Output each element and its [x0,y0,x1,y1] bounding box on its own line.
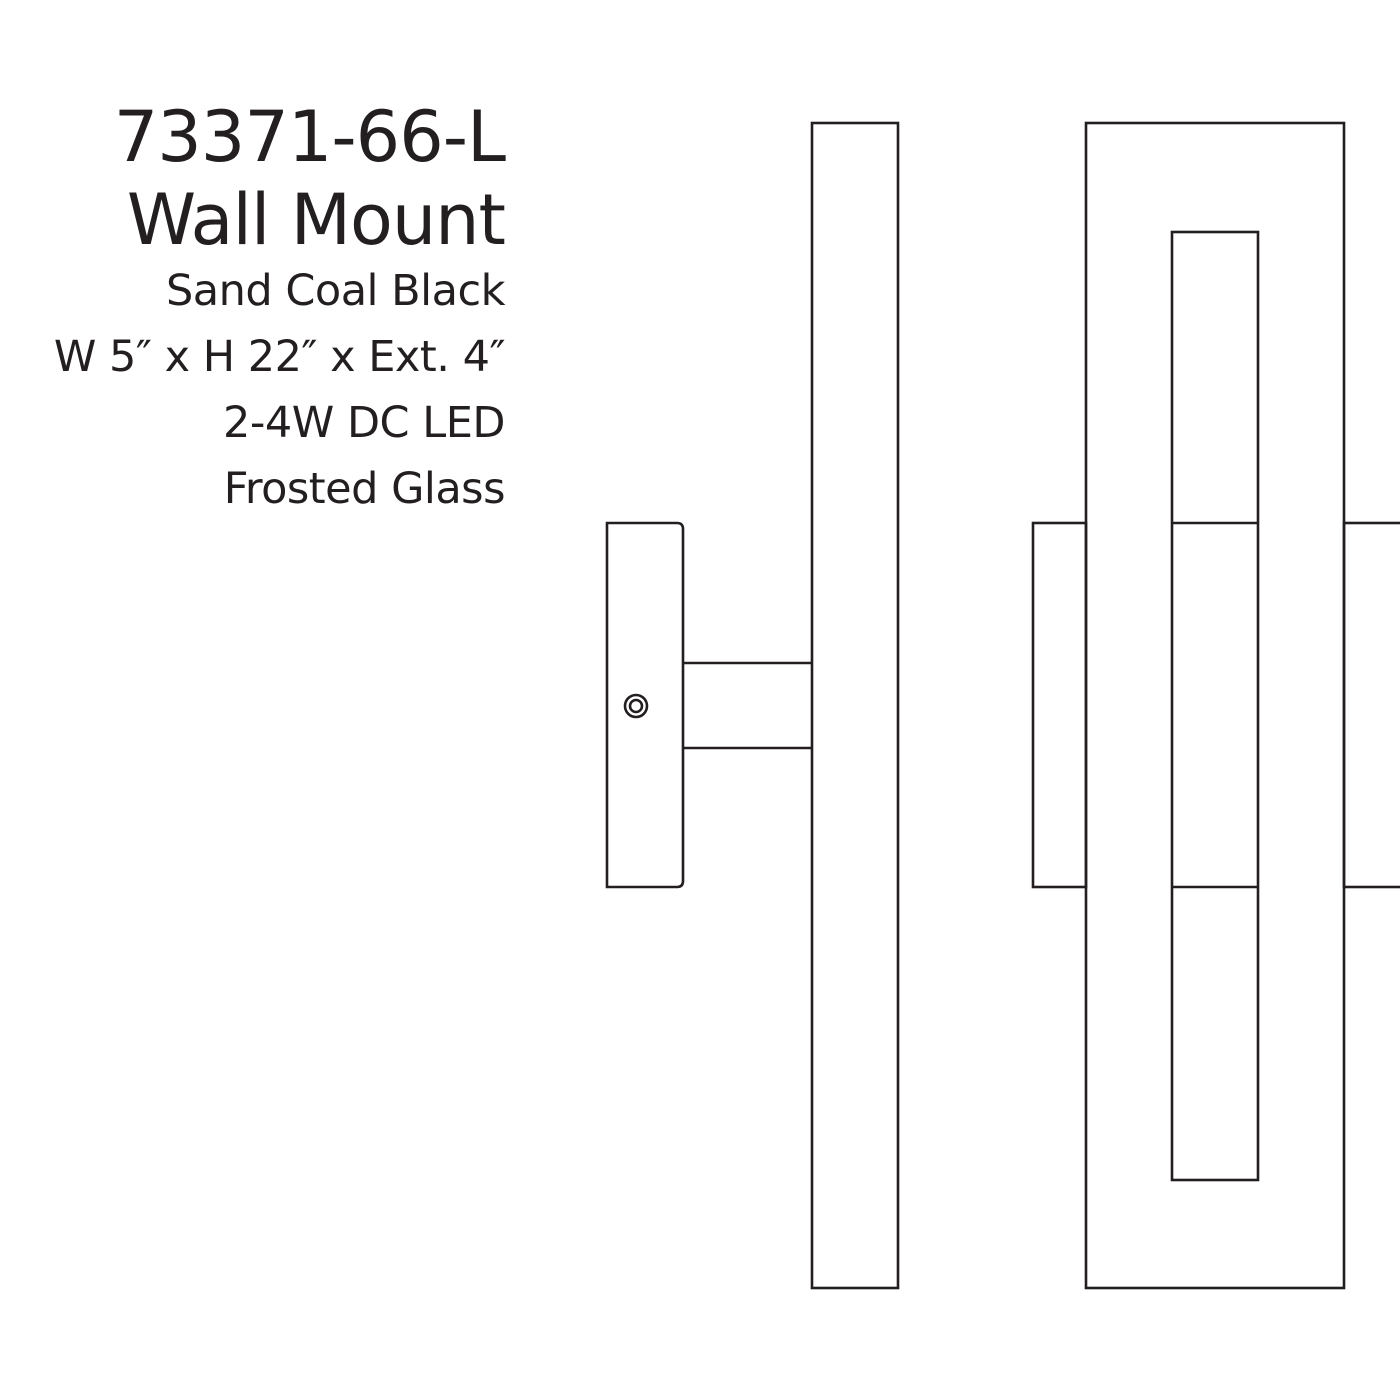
right-backplate-edge [1342,521,1400,889]
finish: Sand Coal Black [166,266,506,316]
outer-frame [1084,121,1346,1290]
spec-block: 73371-66-L Wall Mount Sand Coal Black W … [53,96,506,522]
front-view [1031,121,1400,1290]
side-view [605,121,900,1290]
glass-spec: Frosted Glass [223,464,506,514]
mounting-screw-inner [628,698,644,714]
dimensions: W 5″ x H 22″ x Ext. 4″ [53,332,506,382]
backplate [605,521,685,889]
model-number: 73371-66-L [113,96,506,178]
lamp-spec: 2-4W DC LED [223,398,505,448]
product-type: Wall Mount [126,179,506,261]
left-backplate-edge [1031,521,1088,889]
inner-glass-panel [1170,230,1260,1182]
light-bar-side [810,121,900,1290]
mounting-screw-outer [623,693,649,719]
